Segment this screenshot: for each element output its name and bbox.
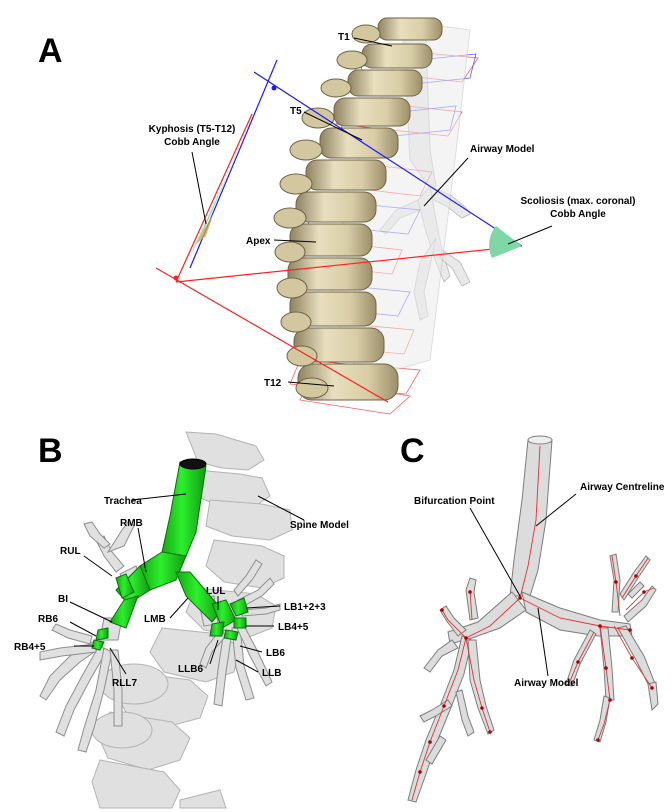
label-trachea: Trachea <box>104 496 142 507</box>
label-bifurcation: Bifurcation Point <box>414 496 495 507</box>
panel-c: C <box>400 432 665 802</box>
label-rb45: RB4+5 <box>14 642 46 653</box>
label-kyphosis-line2: Cobb Angle <box>164 137 220 148</box>
label-lul: LUL <box>206 586 225 597</box>
label-kyphosis-line1: Kyphosis (T5-T12) <box>149 124 236 135</box>
panel-b-letter: B <box>38 432 63 470</box>
label-lb123: LB1+2+3 <box>284 602 326 613</box>
label-rul: RUL <box>60 546 81 557</box>
label-spine-model: Spine Model <box>290 520 349 531</box>
label-scoliosis-line1: Scoliosis (max. coronal) <box>520 196 635 207</box>
label-airway-model-c: Airway Model <box>514 678 579 689</box>
label-llb6: LLB6 <box>178 664 203 675</box>
label-lb6: LB6 <box>266 648 285 659</box>
kyphosis-angle-wedge <box>188 170 230 260</box>
label-centreline: Airway Centreline <box>580 482 665 493</box>
label-rll7: RLL7 <box>112 678 137 689</box>
label-rmb: RMB <box>120 518 143 529</box>
label-bi: BI <box>58 594 68 605</box>
label-llb: LLB <box>262 668 281 679</box>
scoliosis-angle-wedge <box>489 226 522 258</box>
label-scoliosis-line2: Cobb Angle <box>550 209 606 220</box>
label-t12: T12 <box>264 378 282 389</box>
label-t1: T1 <box>338 32 350 43</box>
label-t5: T5 <box>290 106 302 117</box>
label-rb6: RB6 <box>38 614 58 625</box>
label-airway-model-a: Airway Model <box>470 144 535 155</box>
label-lmb: LMB <box>144 614 166 625</box>
panel-a: A <box>38 18 636 414</box>
panel-c-letter: C <box>400 432 425 470</box>
label-apex: Apex <box>246 236 271 247</box>
panel-b: B <box>14 432 349 808</box>
panel-a-letter: A <box>38 32 63 70</box>
cobb-red-marker <box>174 276 179 281</box>
cobb-blue-marker <box>272 86 277 91</box>
spine-model-a <box>274 18 470 400</box>
label-lb45: LB4+5 <box>278 622 309 633</box>
